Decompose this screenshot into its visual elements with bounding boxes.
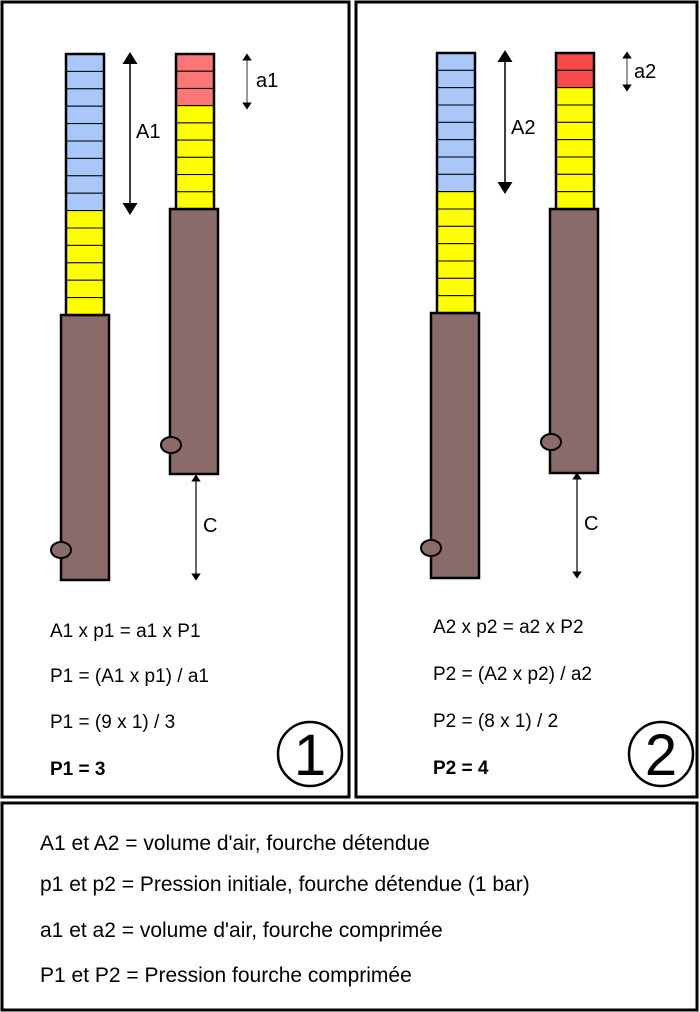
label-a2: a2	[634, 61, 656, 83]
p2-right-fork-body	[548, 207, 600, 475]
p1-left-oil-cell	[65, 279, 105, 299]
p1-right-oil-cell	[175, 122, 215, 141]
p1-right-tube-outline	[174, 52, 216, 211]
result-2: P2 = 4	[433, 758, 489, 779]
p1-left-air-cell	[65, 140, 105, 159]
p1-left-fork-body	[59, 313, 111, 582]
p2-right-oil-cell	[555, 156, 595, 175]
p1-left-air-cell	[65, 175, 105, 194]
p1-right-oil-cell	[175, 105, 215, 124]
p1-right-compressed-air-cell	[175, 87, 215, 107]
p1-left-oil-cell	[65, 244, 105, 264]
label-a1: a1	[256, 70, 278, 92]
p2-right-knob	[540, 433, 562, 451]
p2-left-air-cell	[436, 139, 476, 158]
legend-line-4: P1 et P2 = Pression fourche comprimée	[40, 964, 412, 987]
p2-left-oil-cell	[436, 208, 476, 227]
panel-1-frame	[0, 0, 351, 799]
equation-1-1: A1 x p1 = a1 x P1	[50, 621, 201, 642]
p1-left-air-cell	[65, 70, 105, 90]
p2-left-tube-outline	[435, 51, 477, 315]
result-1: P1 = 3	[50, 759, 105, 780]
p1-right-knob	[160, 436, 182, 454]
label-C2: C	[584, 513, 598, 535]
label-A2: A2	[511, 117, 535, 139]
p2-left-air-cell	[436, 104, 476, 123]
p2-left-knob	[420, 539, 442, 557]
panel-2-frame	[354, 0, 699, 799]
p1-left-air-cell	[65, 53, 105, 72]
p1-right-oil-cell	[175, 174, 215, 193]
p1-left-air-cell	[65, 88, 105, 107]
p2-left-oil-cell	[436, 295, 476, 314]
p2-right-oil-cell	[555, 87, 595, 106]
p1-left-oil-cell	[65, 262, 105, 281]
p2-right-oil-cell	[555, 121, 595, 141]
p2-left-air-cell	[436, 156, 476, 175]
p1-left-tube-outline	[64, 52, 106, 317]
p2-left-air-cell	[436, 87, 476, 106]
p2-right-oil-cell	[555, 173, 595, 193]
panel-number-2: 2	[645, 723, 677, 788]
p2-right-oil-cell	[555, 191, 595, 210]
equation-1-2: P1 = (A1 x p1) / a1	[50, 666, 209, 687]
equation-2-2: P2 = (A2 x p2) / a2	[433, 664, 592, 685]
p2-left-oil-cell	[436, 191, 476, 210]
p1-right-compressed-air-cell	[175, 53, 215, 72]
p2-right-tube-outline	[554, 51, 596, 211]
p2-left-oil-cell	[436, 277, 476, 297]
p2-left-air-cell	[436, 121, 476, 141]
panel-number-2-circle	[627, 720, 695, 788]
p2-right-compressed-air-cell	[555, 52, 595, 71]
p2-left-oil-cell	[436, 260, 476, 279]
legend-frame	[0, 801, 699, 1012]
legend-line-2: p1 et p2 = Pression initiale, fourche dé…	[40, 873, 530, 896]
equation-1-3: P1 = (9 x 1) / 3	[50, 712, 175, 733]
p2-right-compressed-air-cell	[555, 69, 595, 89]
label-C1: C	[203, 515, 217, 537]
panel-number-1: 1	[294, 723, 326, 788]
p2-left-air-cell	[436, 173, 476, 193]
p1-left-air-cell	[65, 157, 105, 177]
p1-right-oil-cell	[175, 139, 215, 158]
p2-left-air-cell	[436, 52, 476, 71]
p2-left-oil-cell	[436, 225, 476, 245]
legend-line-1: A1 et A2 = volume d'air, fourche détendu…	[40, 832, 430, 855]
p2-right-oil-cell	[555, 139, 595, 158]
p2-left-air-cell	[436, 69, 476, 89]
p2-left-oil-cell	[436, 243, 476, 262]
p1-right-oil-cell	[175, 191, 215, 210]
p1-left-oil-cell	[65, 227, 105, 246]
p1-left-oil-cell	[65, 297, 105, 316]
p1-left-knob	[50, 541, 72, 559]
p1-left-air-cell	[65, 192, 105, 212]
p1-right-fork-body	[168, 207, 220, 476]
p2-right-oil-cell	[555, 104, 595, 123]
p1-left-air-cell	[65, 105, 105, 125]
p1-left-oil-cell	[65, 210, 105, 229]
p2-left-fork-body	[429, 311, 481, 580]
label-A1: A1	[136, 121, 160, 143]
panel-number-1-circle	[276, 720, 344, 788]
p1-left-air-cell	[65, 123, 105, 142]
p1-right-compressed-air-cell	[175, 70, 215, 89]
fork-tubes	[50, 51, 600, 582]
equation-2-1: A2 x p2 = a2 x P2	[433, 617, 584, 638]
equation-2-3: P2 = (8 x 1) / 2	[433, 711, 558, 732]
p1-right-oil-cell	[175, 156, 215, 176]
legend-line-3: a1 et a2 = volume d'air, fourche comprim…	[40, 919, 443, 942]
